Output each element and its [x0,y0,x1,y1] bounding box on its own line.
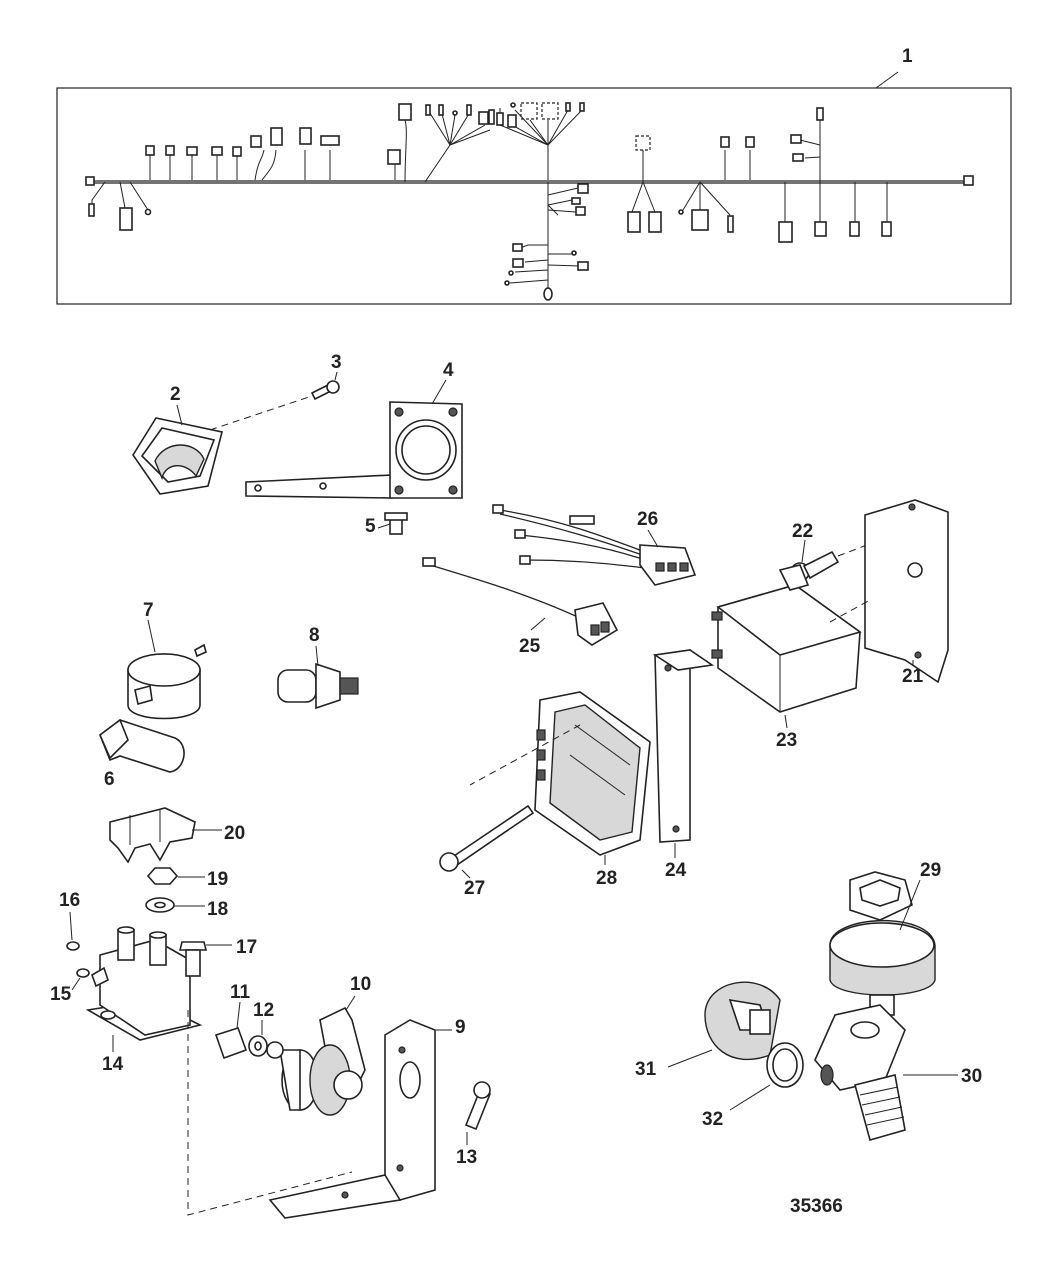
label-7: 7 [143,600,154,621]
label-1: 1 [902,46,913,67]
part-18-washer [145,897,205,913]
part-8-switch [277,645,359,710]
label-3: 3 [331,352,342,373]
part-7-sender [127,619,207,720]
label-29: 29 [920,860,941,881]
part-11-bolt [214,1001,248,1060]
label-4: 4 [443,360,454,381]
label-21: 21 [902,666,924,687]
label-31: 31 [635,1059,657,1080]
label-8: 8 [309,625,320,646]
part-24-bracket [652,649,715,858]
label-12: 12 [253,1000,274,1021]
label-24: 24 [665,860,687,881]
part-23-module [711,564,871,729]
part-21-bracket-plate [864,499,949,684]
part-9-bracket [268,1019,452,1219]
wiring-harness [56,71,1012,305]
part-4-bracket [245,379,463,499]
label-2: 2 [170,384,181,405]
label-17: 17 [236,937,257,958]
part-28-ecm [469,691,651,865]
part-3-screw [310,371,340,401]
part-14-solenoid [85,926,203,1052]
label-13: 13 [456,1147,477,1168]
label-18: 18 [207,899,228,920]
part-20-clip [109,807,222,864]
label-14: 14 [102,1054,124,1075]
part-32-seal-ring [729,1042,804,1111]
label-20: 20 [224,823,245,844]
part-2-bezel [132,389,331,495]
label-32: 32 [702,1109,723,1130]
part-26-harness-connector [492,504,697,586]
label-22: 22 [792,521,813,542]
label-25: 25 [519,636,541,657]
label-6: 6 [104,769,115,790]
part-27-bolt [439,804,535,879]
label-30: 30 [961,1066,982,1087]
part-16-nut [66,911,80,951]
part-25-sensor-lead [422,557,619,646]
part-10-sensor [266,995,366,1116]
label-9: 9 [455,1017,466,1038]
part-17-bolt [178,941,232,977]
label-28: 28 [596,868,617,889]
label-15: 15 [50,984,72,1005]
alignment-line [187,1010,353,1216]
part-12-washer [248,1020,268,1057]
label-11: 11 [230,982,251,1003]
label-5: 5 [365,516,376,537]
part-13-screw [464,1081,492,1145]
label-19: 19 [207,869,228,890]
part-31-plug [667,981,781,1068]
label-16: 16 [59,890,80,911]
callout-labels: 1 2 3 4 5 6 7 8 9 10 11 12 13 14 15 16 1… [50,46,982,1217]
label-27: 27 [464,878,485,899]
label-23: 23 [776,730,797,751]
part-19-nut [146,867,205,885]
part-5-bolt [377,512,408,535]
part-15-nut [71,968,90,991]
label-26: 26 [637,509,658,530]
part-30-fitting [814,1004,958,1141]
part-6-adapter [99,718,185,773]
part-29-pressure-switch [829,871,936,1016]
figure-number: 35366 [790,1196,843,1217]
label-10: 10 [350,974,371,995]
